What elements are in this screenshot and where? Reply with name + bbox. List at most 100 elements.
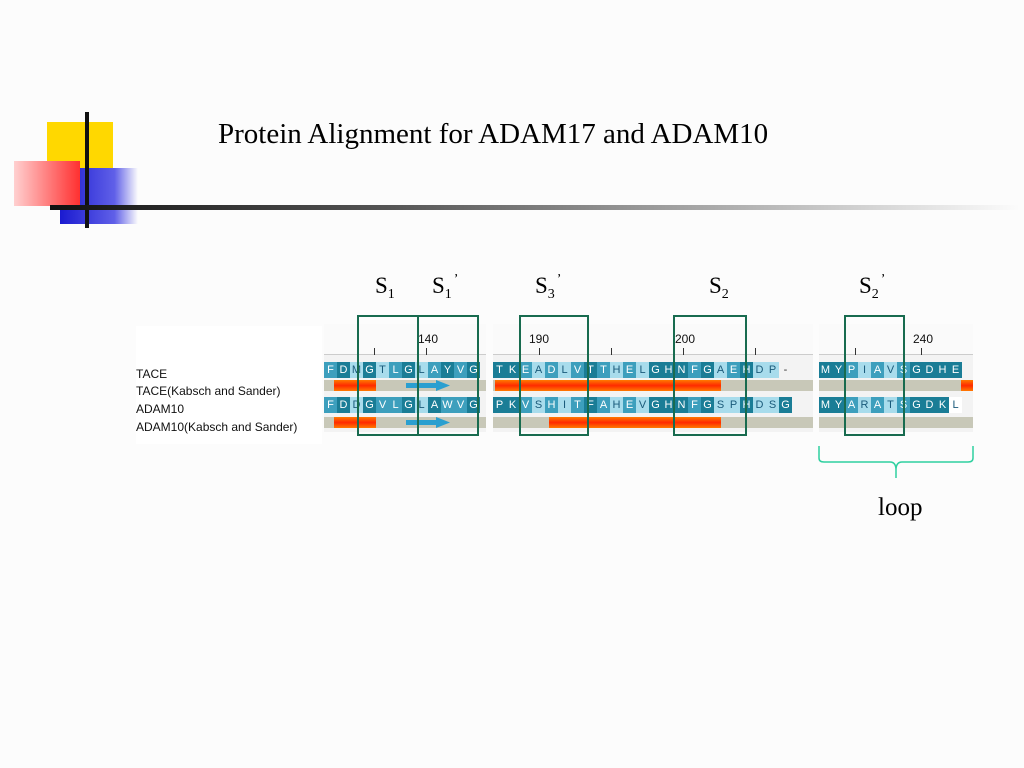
helix-segment xyxy=(334,380,376,391)
ruler-tick xyxy=(921,348,922,355)
strand-arrow xyxy=(406,417,450,428)
residue: D xyxy=(350,397,363,413)
ruler-tick xyxy=(611,348,612,355)
residue: G xyxy=(701,397,714,413)
structure-track-adam10 xyxy=(819,417,973,428)
residue: V xyxy=(636,397,649,413)
helix-segment xyxy=(495,380,721,391)
row-label-adam10: ADAM10 xyxy=(136,402,185,416)
residue: P xyxy=(845,362,858,378)
site-box-s2-prime xyxy=(844,315,905,436)
site-label-s2: S2 xyxy=(709,273,729,302)
residue: A xyxy=(597,397,610,413)
residue: D xyxy=(753,362,766,378)
site-label-s3-prime: S3’ xyxy=(535,272,562,302)
ruler-tick xyxy=(539,348,540,355)
residue: H xyxy=(545,397,558,413)
residue: G xyxy=(467,397,480,413)
residue: G xyxy=(779,397,792,413)
loop-brace xyxy=(818,446,974,478)
site-label-s1: S1 xyxy=(375,273,395,302)
residue: A xyxy=(428,362,441,378)
residue: S xyxy=(532,397,545,413)
residue: E xyxy=(623,362,636,378)
residue: E xyxy=(727,362,740,378)
residue: H xyxy=(662,397,675,413)
row-label-adam10-kabsch: ADAM10(Kabsch and Sander) xyxy=(136,420,298,434)
residue: G xyxy=(649,362,662,378)
residue: D xyxy=(923,362,936,378)
residue: T xyxy=(493,362,506,378)
residue: D xyxy=(923,397,936,413)
strand-arrow xyxy=(406,380,450,391)
residue: M xyxy=(819,397,832,413)
site-box-s3-prime xyxy=(519,315,589,436)
residue: F xyxy=(324,362,337,378)
residue: Y xyxy=(441,362,454,378)
residue: V xyxy=(376,397,389,413)
residue: H xyxy=(610,397,623,413)
helix-segment xyxy=(961,380,973,391)
residue: K xyxy=(506,397,519,413)
residue: E xyxy=(623,397,636,413)
structure-track-tace xyxy=(493,380,813,391)
residue: N xyxy=(675,397,688,413)
residue: A xyxy=(871,362,884,378)
residue: H xyxy=(936,362,949,378)
residue: D xyxy=(337,362,350,378)
ruler-tick xyxy=(683,348,684,355)
residue: L xyxy=(558,362,571,378)
row-label-tace: TACE xyxy=(136,367,168,381)
residue: A xyxy=(428,397,441,413)
residue: R xyxy=(858,397,871,413)
residue: I xyxy=(558,397,571,413)
residue: D xyxy=(337,397,350,413)
residue: G xyxy=(701,362,714,378)
residue: G xyxy=(910,397,923,413)
site-box-s2 xyxy=(673,315,747,436)
residue: G xyxy=(363,397,376,413)
helix-segment xyxy=(549,417,721,428)
ruler-tick xyxy=(855,348,856,355)
residue: I xyxy=(858,362,871,378)
header-rule xyxy=(50,205,1020,210)
ruler-number: 190 xyxy=(529,332,550,346)
residue: D xyxy=(753,397,766,413)
structure-track-tace xyxy=(324,380,486,391)
helix-segment xyxy=(334,417,376,428)
residue: L xyxy=(949,397,962,413)
residue: K xyxy=(506,362,519,378)
residue: L xyxy=(636,362,649,378)
structure-track-adam10 xyxy=(493,417,813,428)
ruler-number: 200 xyxy=(675,332,696,346)
residue: - xyxy=(779,362,792,378)
structure-track-adam10 xyxy=(324,417,486,428)
logo-vertical-line xyxy=(85,112,89,228)
residue: G xyxy=(649,397,662,413)
residue: G xyxy=(402,362,415,378)
residue: N xyxy=(675,362,688,378)
residue: V xyxy=(454,362,467,378)
residue: E xyxy=(949,362,962,378)
residue: V xyxy=(454,397,467,413)
residue: V xyxy=(571,362,584,378)
ruler: 140 xyxy=(324,324,486,355)
ruler-tick xyxy=(374,348,375,355)
residue: T xyxy=(597,362,610,378)
residue: T xyxy=(376,362,389,378)
residue: G xyxy=(363,362,376,378)
residue: W xyxy=(441,397,454,413)
residue: F xyxy=(688,362,701,378)
ruler-tick xyxy=(426,348,427,355)
logo-red-square xyxy=(14,161,80,206)
residue: G xyxy=(402,397,415,413)
residue: L xyxy=(389,362,402,378)
site-label-s1-prime: S1’ xyxy=(432,272,459,302)
residue: P xyxy=(766,362,779,378)
residue: S xyxy=(766,397,779,413)
